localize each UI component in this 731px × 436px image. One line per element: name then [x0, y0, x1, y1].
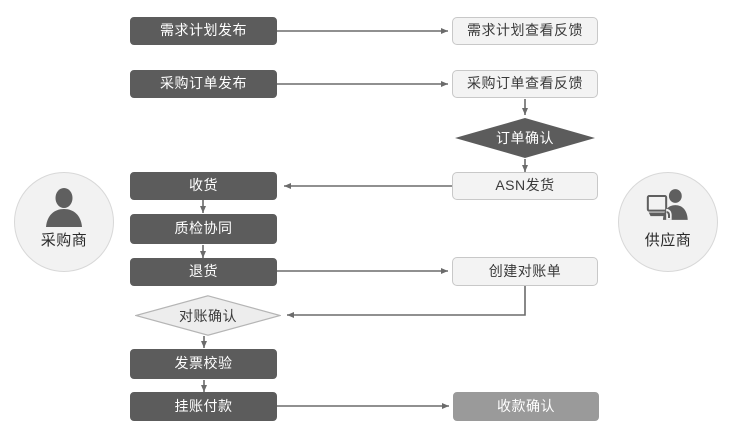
edge-create-statement-to-statement-confirm: [287, 286, 526, 318]
decision-statement-confirm[interactable]: 对账确认: [135, 295, 281, 336]
node-pending-payment[interactable]: 挂账付款: [130, 392, 277, 421]
node-quality-collaboration[interactable]: 质检协同: [130, 214, 277, 244]
node-po-publish[interactable]: 采购订单发布: [130, 70, 277, 98]
node-po-feedback[interactable]: 采购订单查看反馈: [452, 70, 598, 98]
person-icon: [46, 188, 82, 227]
actor-buyer-label: 采购商: [40, 232, 88, 249]
node-demand-plan-feedback[interactable]: 需求计划查看反馈: [452, 17, 598, 45]
actor-supplier[interactable]: 供应商: [618, 172, 718, 272]
node-receipt-confirm[interactable]: 收款确认: [453, 392, 599, 421]
node-return-goods[interactable]: 退货: [130, 258, 277, 286]
diamond-shape-dark: [455, 118, 595, 158]
node-asn-ship[interactable]: ASN发货: [452, 172, 598, 200]
node-receive-goods[interactable]: 收货: [130, 172, 277, 200]
node-demand-plan-publish[interactable]: 需求计划发布: [130, 17, 277, 45]
diamond-shape-light: [135, 295, 281, 336]
actor-buyer[interactable]: 采购商: [14, 172, 114, 272]
decision-statement-confirm-label: 对账确认: [179, 307, 237, 324]
decision-order-confirm[interactable]: 订单确认: [455, 118, 595, 158]
actor-supplier-label: 供应商: [644, 232, 692, 249]
person-at-computer-icon: [646, 189, 688, 220]
node-create-statement[interactable]: 创建对账单: [452, 257, 598, 286]
decision-order-confirm-label: 订单确认: [496, 130, 554, 146]
node-invoice-check[interactable]: 发票校验: [130, 349, 277, 379]
